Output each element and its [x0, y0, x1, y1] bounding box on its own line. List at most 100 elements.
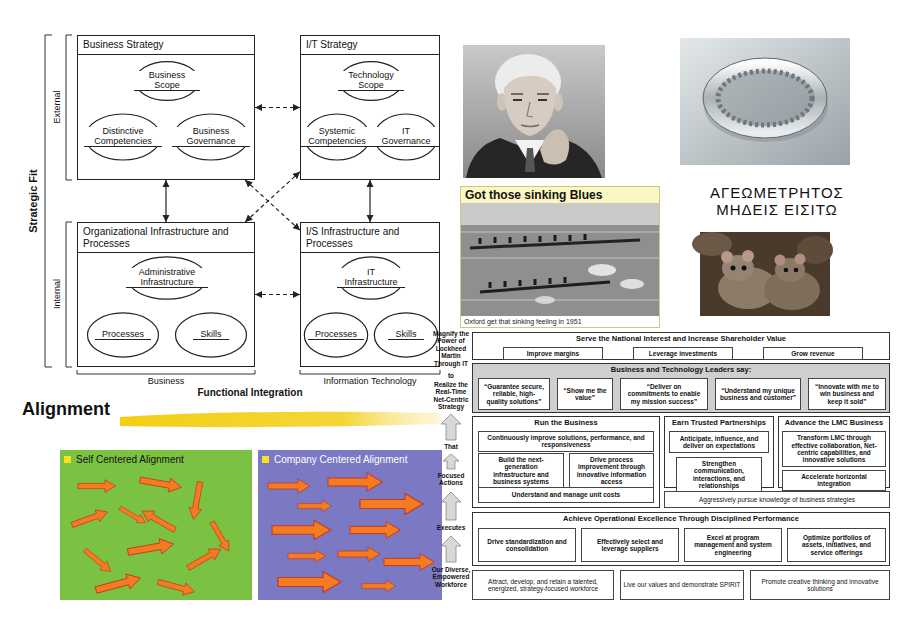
strategy-step: Executes — [429, 524, 473, 531]
node-label: Live our values and demonstrate SPIRIT — [623, 581, 740, 588]
axis-label: Internal — [52, 279, 62, 309]
axis-label: Information Technology — [324, 376, 417, 386]
bracket — [45, 35, 440, 374]
node-heading: Run the Business — [473, 417, 659, 428]
bullet-square — [262, 456, 269, 463]
node-label: Effectively select and leverage supplier… — [584, 537, 676, 554]
greek-inscription: ΑΓΕΩΜΕΤΡΗΤΟΣ ΜΗΔΕΙΣ ΕΙΣΙΤΩ — [688, 184, 866, 219]
alignment-arrow — [255, 294, 300, 295]
strategy-group: Earn Trusted PartnershipsAnticipate, inf… — [664, 416, 774, 488]
ring-photo — [680, 38, 850, 165]
strategy-step: Our Diverse, Empowered Workforce — [429, 566, 473, 588]
photo-caption-box: Got those sinking BluesOxford get that s… — [460, 186, 660, 328]
node-heading: Got those sinking Blues — [461, 187, 659, 203]
component-ellipse: IT Governance — [373, 112, 439, 162]
bullet-square — [64, 456, 71, 463]
node-label: Attract, develop, and retain a talented,… — [475, 578, 611, 593]
component-ellipse: Skills — [373, 311, 439, 359]
strategy-step: to — [429, 372, 473, 379]
alignment-arrow — [255, 107, 300, 108]
objective-box: Drive process improvement through innova… — [569, 453, 654, 489]
aligned-arrows — [268, 473, 434, 593]
component-ellipse: IT Infrastructure — [337, 255, 405, 301]
node-label: IT Governance — [373, 127, 439, 148]
node-label: Grow revenue — [789, 349, 836, 358]
node-label: Processes — [95, 330, 151, 341]
node-heading: Serve the National Interest and Increase… — [473, 333, 889, 344]
objective-box: Grow revenue — [763, 347, 863, 360]
objective-box: Understand and manage unit costs — [478, 487, 654, 503]
objective-box: Build the next-generation infrastructure… — [478, 453, 564, 489]
node-label: “Innovate with me to win business and ke… — [811, 382, 883, 406]
strategy-band: Business and Technology Leaders say:“Gua… — [472, 363, 890, 413]
portrait-photo — [463, 45, 605, 178]
node-label: Drive standardization and consolidation — [481, 537, 573, 554]
ellipse-shape — [374, 313, 437, 357]
node-label: Business Governance — [172, 127, 250, 148]
strategy-domain-box: I/S Infrastructure and Processes IT Infra… — [300, 222, 440, 367]
ellipse-shape — [304, 313, 367, 357]
node-heading: I/S Infrastructure and Processes — [301, 223, 439, 253]
node-label: Optimize portfolios of assets, initiativ… — [790, 533, 883, 557]
objective-box: Excel at program management and system e… — [684, 528, 782, 562]
node-heading: Earn Trusted Partnerships — [665, 417, 773, 428]
component-ellipse: Systemic Competencies — [303, 112, 371, 162]
strategy-band: Achieve Operational Excellence Through D… — [472, 512, 890, 566]
photo-caption: Oxford get that sinking feeling in 1951 — [461, 316, 659, 327]
objective-box: “Show me the value” — [557, 378, 613, 410]
node-label: Distinctive Competencies — [84, 127, 162, 148]
node-heading: Business Strategy — [78, 36, 254, 55]
alignment-arrow — [165, 180, 166, 222]
objective-box: “Guarantee secure, reliable, high-qualit… — [478, 378, 550, 410]
axis-title: Strategic Fit — [27, 169, 40, 233]
strategy-step: Realize the Real-Time Net-Centric Strate… — [429, 381, 473, 411]
node-label: Understand and manage unit costs — [510, 490, 622, 499]
node-label: Build the next-generation infrastructure… — [481, 455, 561, 487]
objective-box: Continuously improve solutions, performa… — [478, 431, 654, 452]
component-ellipse: Processes — [303, 311, 369, 359]
panel-ground — [60, 450, 252, 600]
node-label: Technology Scope — [338, 71, 404, 92]
ellipse-shape — [87, 313, 158, 357]
node-label: IT Infrastructure — [337, 268, 405, 289]
axis-title: Functional Integration — [198, 387, 303, 399]
strategy-step: Magnify the Power of Lockheed Martin Thr… — [429, 330, 473, 367]
objective-box: Accelerate horizontal integration — [782, 470, 886, 491]
section-heading: Alignment — [22, 399, 110, 420]
component-ellipse: Processes — [86, 311, 160, 359]
strategy-band: Serve the National Interest and Increase… — [472, 332, 890, 360]
objective-box: Aggressively pursue knowledge of busines… — [664, 491, 890, 508]
node-heading: Self Centered Alignment — [60, 450, 252, 466]
component-ellipse: Business Governance — [172, 112, 250, 162]
node-label: Accelerate horizontal integration — [785, 472, 883, 489]
ellipse-shape — [175, 313, 246, 357]
node-label: Anticipate, influence, and deliver on ex… — [672, 434, 766, 451]
node-label: Excel at program management and system e… — [687, 533, 779, 557]
objective-box: Effectively select and leverage supplier… — [581, 528, 679, 562]
strategy-step: Focused Actions — [429, 472, 473, 487]
node-heading: Achieve Operational Excellence Through D… — [473, 513, 889, 524]
node-label: Processes — [308, 330, 364, 341]
objective-box: “Deliver on commitments to enable my mis… — [620, 378, 708, 410]
panel-ground — [258, 450, 442, 600]
node-label: Leverage investments — [647, 349, 719, 358]
node-label: Transform LMC through effective collabor… — [785, 433, 883, 465]
node-label: Skills — [193, 330, 228, 341]
component-ellipse: Distinctive Competencies — [84, 112, 162, 162]
alignment-arrow — [369, 180, 370, 222]
node-label: Skills — [388, 330, 423, 341]
alignment-panel: Self Centered Alignment — [60, 450, 252, 600]
node-label: Business Scope — [134, 71, 200, 92]
node-label: Systemic Competencies — [301, 127, 373, 148]
strategy-step: That — [429, 443, 473, 450]
node-label: “Understand my unique business and custo… — [718, 386, 798, 403]
node-heading: Organizational Infrastructure and Proces… — [78, 223, 254, 253]
objective-box: Leverage investments — [633, 347, 733, 360]
component-ellipse: Technology Scope — [338, 60, 404, 102]
component-ellipse: Business Scope — [134, 60, 200, 102]
brush-stroke — [120, 412, 440, 427]
node-label: “Deliver on commitments to enable my mis… — [623, 382, 705, 406]
objective-box: Strengthen communication, interactions, … — [676, 457, 762, 493]
node-label: Continuously improve solutions, performa… — [481, 433, 651, 450]
rowing-photo — [461, 203, 659, 317]
